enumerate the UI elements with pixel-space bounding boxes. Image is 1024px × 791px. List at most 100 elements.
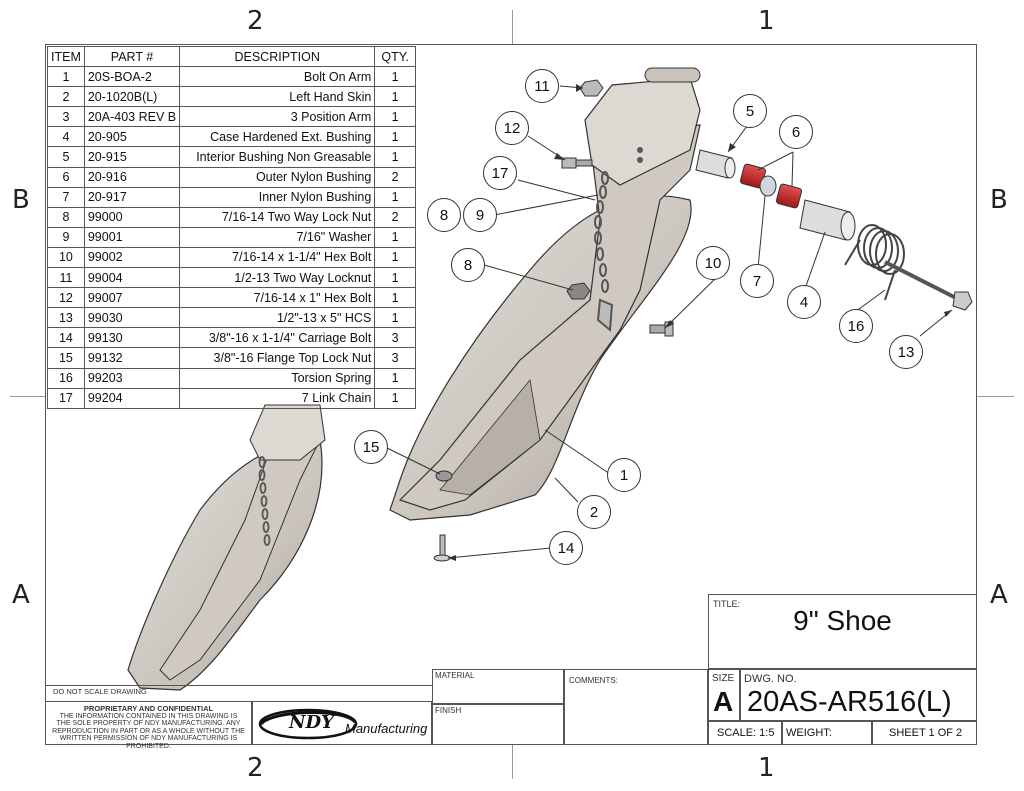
bom-cell-item: 15 bbox=[47, 347, 85, 369]
bom-cell-qty: 1 bbox=[374, 226, 416, 248]
weight-label: WEIGHT: bbox=[786, 727, 832, 739]
bom-cell-item: 3 bbox=[47, 106, 85, 128]
bom-cell-item: 2 bbox=[47, 86, 85, 108]
balloon-callout: 4 bbox=[787, 285, 821, 319]
zone-divider bbox=[512, 745, 513, 779]
inner-nylon-bushing-part bbox=[759, 175, 777, 197]
bom-cell-qty: 3 bbox=[374, 347, 416, 369]
material-label: MATERIAL bbox=[435, 671, 475, 680]
balloon-callout: 10 bbox=[696, 246, 730, 280]
drawing-title: 9" Shoe bbox=[793, 605, 892, 636]
finish-box: FINISH bbox=[432, 704, 564, 745]
hcs-bolt-part bbox=[884, 260, 973, 311]
bom-cell-description: 1/2-13 Two Way Locknut bbox=[179, 267, 376, 289]
zone-divider bbox=[977, 396, 1014, 397]
bom-cell-item: 9 bbox=[47, 226, 85, 248]
bom-cell-qty: 2 bbox=[374, 206, 416, 228]
balloon-callout: 2 bbox=[577, 495, 611, 529]
bom-cell-description: 7/16-14 x 1-1/4" Hex Bolt bbox=[179, 246, 376, 269]
bom-cell-part: 99203 bbox=[83, 367, 181, 389]
outer-nylon-bushing-part bbox=[739, 163, 803, 209]
balloon-callout: 5 bbox=[733, 94, 767, 128]
bom-cell-description: Outer Nylon Bushing bbox=[179, 166, 376, 188]
flange-lock-nut-part bbox=[435, 470, 453, 482]
bom-cell-item: 11 bbox=[47, 267, 85, 289]
scale-value: SCALE: 1:5 bbox=[717, 727, 775, 739]
bom-cell-qty: 1 bbox=[374, 186, 416, 208]
bom-cell-part: 20-915 bbox=[83, 146, 181, 168]
zone-label-bottom-left: 2 bbox=[247, 753, 264, 783]
size-value: A bbox=[713, 686, 734, 717]
hex-locknut-part bbox=[579, 79, 604, 97]
bom-cell-part: 20A-403 REV B bbox=[83, 106, 181, 128]
zone-label-left-lower: A bbox=[12, 580, 30, 610]
balloon-callout: 16 bbox=[839, 309, 873, 343]
bolt-on-arm-part bbox=[398, 124, 701, 511]
drawing-number: 20AS-AR516(L) bbox=[747, 686, 952, 718]
bom-cell-description: 3 Position Arm bbox=[179, 106, 376, 128]
scale-box: SCALE: 1:5 bbox=[708, 721, 782, 745]
comments-label: COMMENTS: bbox=[569, 676, 618, 685]
balloon-callout: 13 bbox=[889, 335, 923, 369]
bom-cell-item: 1 bbox=[47, 66, 85, 88]
bom-cell-description: Case Hardened Ext. Bushing bbox=[179, 126, 376, 148]
bom-cell-description: Inner Nylon Bushing bbox=[179, 186, 376, 208]
balloon-callout: 8 bbox=[427, 198, 461, 232]
bom-cell-description: Left Hand Skin bbox=[179, 86, 376, 108]
bom-cell-part: 99004 bbox=[83, 267, 181, 289]
zone-label-bottom-right: 1 bbox=[758, 753, 775, 783]
balloon-callout: 12 bbox=[495, 111, 529, 145]
bom-cell-qty: 1 bbox=[374, 146, 416, 168]
dwg-no-box: DWG. NO. 20AS-AR516(L) bbox=[740, 669, 977, 721]
bom-cell-item: 5 bbox=[47, 146, 85, 168]
balloon-callout: 6 bbox=[779, 115, 813, 149]
bom-header-part: PART # bbox=[83, 45, 181, 68]
comments-box: COMMENTS: bbox=[564, 669, 708, 745]
bom-cell-part: 20S-BOA-2 bbox=[83, 66, 181, 88]
bom-cell-description: 3/8"-16 x 1-1/4" Carriage Bolt bbox=[179, 327, 376, 349]
size-box: SIZE A bbox=[708, 669, 740, 721]
bom-cell-part: 99130 bbox=[83, 327, 181, 349]
bom-cell-item: 8 bbox=[47, 206, 85, 228]
bom-cell-part: 99001 bbox=[83, 226, 181, 248]
bom-cell-item: 13 bbox=[47, 307, 85, 329]
bom-cell-part: 99030 bbox=[83, 307, 181, 329]
balloon-callout: 1 bbox=[607, 458, 641, 492]
bom-cell-part: 20-1020B(L) bbox=[83, 86, 181, 108]
balloon-callout: 11 bbox=[525, 69, 559, 103]
bom-header-item: ITEM bbox=[47, 45, 85, 68]
logo-text: NDY bbox=[289, 712, 334, 733]
ext-bushing-part bbox=[799, 199, 856, 241]
bom-cell-part: 99204 bbox=[83, 387, 181, 409]
zone-label-top-left: 2 bbox=[247, 6, 264, 36]
three-position-arm-part bbox=[584, 67, 701, 186]
balloon-callout: 15 bbox=[354, 430, 388, 464]
title-label: TITLE: bbox=[713, 599, 741, 609]
zone-label-top-right: 1 bbox=[758, 6, 775, 36]
bom-cell-item: 7 bbox=[47, 186, 85, 208]
bom-cell-description: 7/16-14 x 1" Hex Bolt bbox=[179, 287, 376, 309]
lock-nut-part bbox=[566, 282, 591, 300]
balloon-callout: 17 bbox=[483, 156, 517, 190]
balloon-callout: 9 bbox=[463, 198, 497, 232]
assembled-view bbox=[127, 404, 326, 691]
bom-cell-description: 1/2"-13 x 5" HCS bbox=[179, 307, 376, 329]
logo-box: NDY Manufacturing bbox=[252, 701, 432, 745]
hex-bolt-long-part bbox=[649, 321, 674, 337]
zone-divider bbox=[512, 10, 513, 44]
do-not-scale-box bbox=[45, 685, 432, 745]
bom-cell-qty: 1 bbox=[374, 86, 416, 108]
size-label: SIZE bbox=[712, 673, 735, 684]
bom-cell-qty: 1 bbox=[374, 287, 416, 309]
bom-cell-qty: 1 bbox=[374, 367, 416, 389]
bom-cell-description: 3/8"-16 Flange Top Lock Nut bbox=[179, 347, 376, 369]
bom-cell-item: 6 bbox=[47, 166, 85, 188]
